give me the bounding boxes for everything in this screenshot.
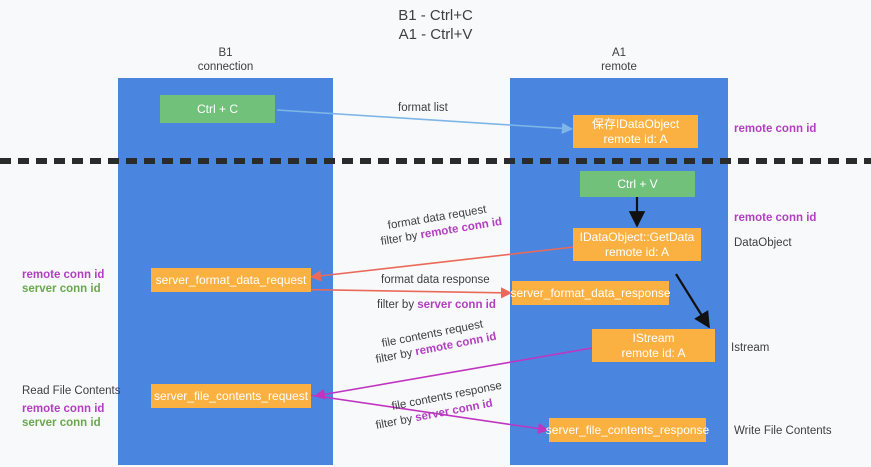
annotation-left-bottom-remote-conn-id: remote conn id (22, 403, 105, 415)
filter-prefix: filter by (377, 299, 418, 311)
column-header-b1-name: B1 (218, 47, 233, 59)
node-idataobject-getdata[interactable]: IDataObject::GetData remote id: A (573, 228, 701, 261)
annotation-right-mid-remote-conn-id: remote conn id (734, 212, 817, 224)
node-istream-line2: remote id: A (621, 345, 686, 360)
filter-key-server-conn-id: server conn id (417, 299, 496, 311)
node-ctrl-c-line1: Ctrl + C (196, 101, 238, 116)
node-server-file-contents-response[interactable]: server_file_contents_response (545, 418, 710, 442)
annotation-dataobject: DataObject (734, 237, 792, 249)
annotation-istream: Istream (731, 342, 770, 354)
node-save-idataobject-line1: 保存IDataObject (591, 116, 680, 131)
node-idataobject-getdata-line2: remote id: A (604, 244, 670, 259)
node-istream[interactable]: IStream remote id: A (592, 329, 715, 362)
node-server-file-contents-response-label: server_file_contents_response (545, 422, 710, 437)
title-line-1: B1 - Ctrl+C (398, 7, 473, 24)
annotation-write-file-contents: Write File Contents (734, 425, 832, 437)
column-header-a1: A1 remote (510, 46, 728, 74)
node-save-idataobject-line2: remote id: A (603, 131, 668, 146)
annotation-left-server-conn-id: server conn id (22, 283, 101, 295)
filter-prefix: filter by (379, 229, 422, 248)
annotation-read-file-contents: Read File Contents (22, 385, 121, 397)
edge-label-format-data-response-filter: filter by server conn id (377, 298, 496, 313)
node-idataobject-getdata-line1: IDataObject::GetData (579, 229, 695, 244)
column-header-b1-sub: connection (197, 61, 254, 73)
annotation-right-top-remote-conn-id: remote conn id (734, 123, 817, 135)
phase-divider (0, 158, 871, 164)
edge-label-format-data-response: format data response (381, 274, 490, 286)
column-header-a1-sub: remote (601, 61, 637, 73)
node-server-file-contents-request-label: server_file_contents_request (153, 388, 309, 403)
node-server-file-contents-request[interactable]: server_file_contents_request (151, 384, 311, 408)
filter-prefix: filter by (374, 412, 417, 432)
node-server-format-data-request-label: server_format_data_request (155, 272, 307, 287)
edge-label-format-list: format list (398, 102, 448, 114)
node-ctrl-v[interactable]: Ctrl + V (580, 171, 695, 197)
annotation-left-remote-conn-id: remote conn id (22, 269, 105, 281)
column-header-a1-name: A1 (611, 47, 627, 59)
node-ctrl-v-line1: Ctrl + V (617, 176, 658, 191)
node-server-format-data-response-label: server_format_data_response (510, 285, 671, 300)
node-istream-line1: IStream (632, 330, 675, 345)
annotation-left-bottom-server-conn-id: server conn id (22, 417, 101, 429)
node-ctrl-c[interactable]: Ctrl + C (160, 95, 275, 123)
filter-prefix: filter by (374, 346, 417, 366)
column-header-b1: B1 connection (118, 46, 333, 74)
node-save-idataobject[interactable]: 保存IDataObject remote id: A (573, 115, 698, 148)
node-server-format-data-response[interactable]: server_format_data_response (510, 281, 671, 305)
node-server-format-data-request[interactable]: server_format_data_request (151, 268, 311, 292)
title-line-2: A1 - Ctrl+V (398, 26, 473, 43)
page-title: B1 - Ctrl+C A1 - Ctrl+V (0, 6, 871, 44)
